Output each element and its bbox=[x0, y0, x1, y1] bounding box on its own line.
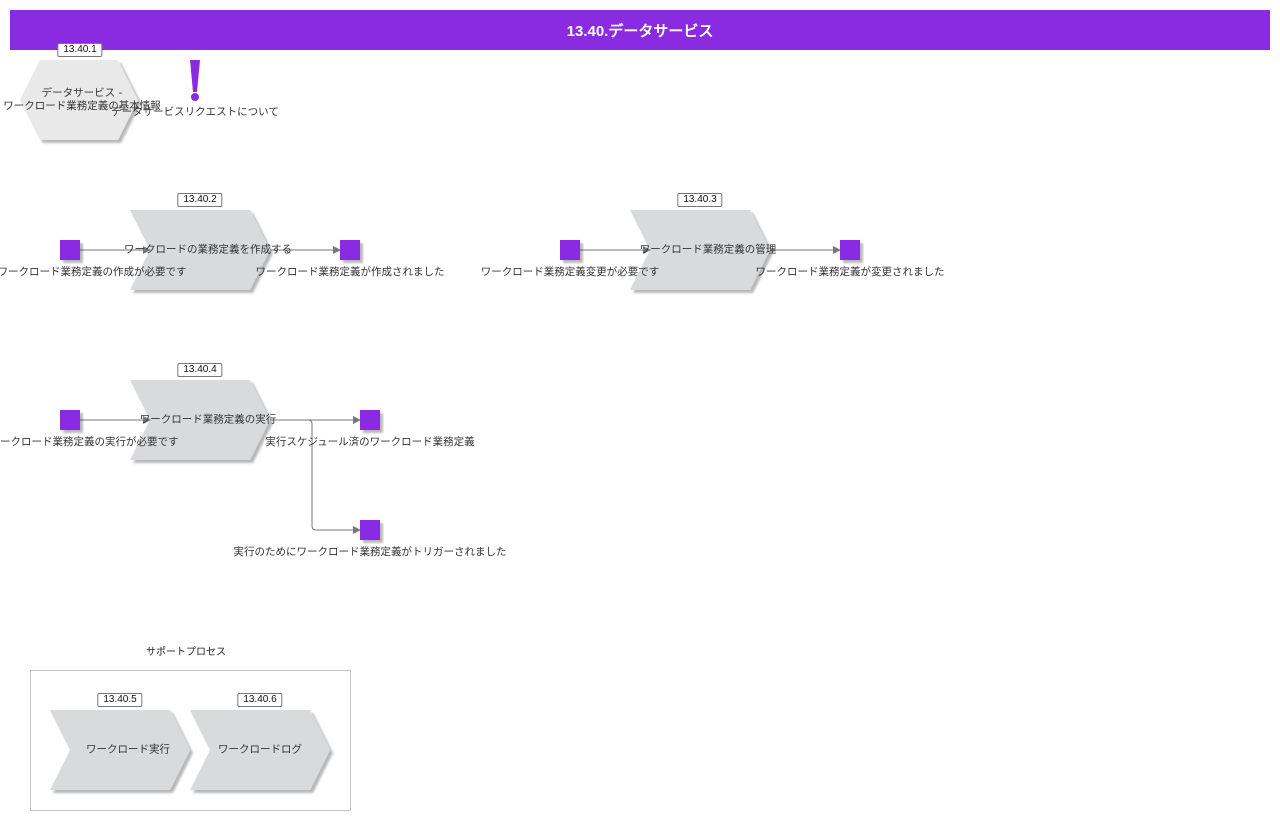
process-id-badge: 13.40.4 bbox=[177, 363, 223, 377]
support-chevron-workload-log[interactable] bbox=[190, 710, 330, 790]
page-title: 13.40.データサービス bbox=[566, 22, 714, 40]
alert-label: データサービスリクエストについて bbox=[111, 106, 279, 118]
process-label: ワークロードの業務定義を作成する bbox=[124, 243, 292, 256]
support-process-label: ワークロードログ bbox=[218, 743, 302, 756]
exclamation-icon bbox=[190, 60, 200, 101]
result-event-square[interactable] bbox=[840, 240, 860, 260]
process-id-badge: 13.40.5 bbox=[97, 693, 143, 707]
process-chevron-create[interactable] bbox=[130, 210, 270, 290]
trigger-event-label: ワークロード業務定義の作成が必要です bbox=[0, 266, 187, 278]
support-group-frame bbox=[30, 670, 351, 811]
page-title-banner: 13.40.データサービス bbox=[10, 10, 1270, 50]
result-event-label: ワークロード業務定義が作成されました bbox=[255, 266, 445, 278]
result-event-label: 実行スケジュール済のワークロード業務定義 bbox=[265, 436, 475, 448]
hexagon-label: データサービス - ワークロード業務定義の基本情報 bbox=[3, 87, 161, 112]
trigger-event-square[interactable] bbox=[60, 410, 80, 430]
support-process-label: ワークロード実行 bbox=[86, 743, 170, 756]
result-event-square[interactable] bbox=[360, 520, 380, 540]
process-id-badge: 13.40.1 bbox=[57, 43, 103, 57]
trigger-event-square[interactable] bbox=[560, 240, 580, 260]
result-event-square[interactable] bbox=[340, 240, 360, 260]
process-id-badge: 13.40.3 bbox=[677, 193, 723, 207]
process-label: ワークロード業務定義の実行 bbox=[139, 413, 277, 426]
result-event-square[interactable] bbox=[360, 410, 380, 430]
process-chevron-execute[interactable] bbox=[130, 380, 270, 460]
connector bbox=[304, 419, 361, 534]
result-event-label: 実行のためにワークロード業務定義がトリガーされました bbox=[233, 546, 507, 558]
process-label: ワークロード業務定義の管理 bbox=[639, 243, 777, 256]
result-event-label: ワークロード業務定義が変更されました bbox=[755, 266, 945, 278]
trigger-event-label: ワークロード業務定義変更が必要です bbox=[480, 266, 660, 278]
process-id-badge: 13.40.6 bbox=[237, 693, 283, 707]
process-chevron-manage[interactable] bbox=[630, 210, 770, 290]
support-chevron-workload-run[interactable] bbox=[50, 710, 190, 790]
overview-hexagon[interactable] bbox=[20, 60, 138, 140]
trigger-event-square[interactable] bbox=[60, 240, 80, 260]
support-group-title: サポートプロセス bbox=[146, 647, 226, 658]
process-id-badge: 13.40.2 bbox=[177, 193, 223, 207]
trigger-event-label: ワークロード業務定義の実行が必要です bbox=[0, 436, 179, 448]
